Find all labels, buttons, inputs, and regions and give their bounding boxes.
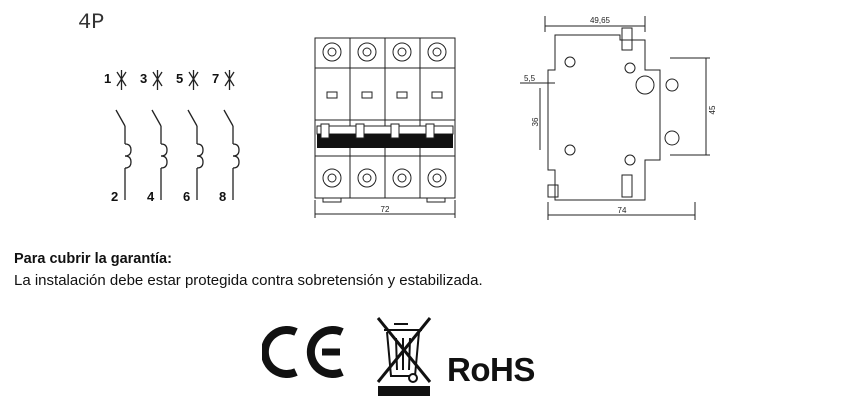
diagram-title: 4P — [78, 10, 105, 35]
terminal-label-6: 6 — [183, 189, 190, 204]
rohs-label: RoHS — [447, 351, 535, 388]
pole-7-line — [223, 70, 240, 200]
pole-3-line — [151, 70, 168, 200]
terminal-label-4: 4 — [147, 189, 155, 204]
side-depth-label: 74 — [618, 206, 627, 215]
warranty-heading: Para cubrir la garantía: — [14, 251, 172, 267]
terminal-label-2: 2 — [111, 189, 118, 204]
side-inner-height-label: 36 — [531, 117, 540, 126]
weee-crossed-bin-icon — [376, 317, 432, 396]
pole-5-line — [187, 70, 204, 200]
front-width-label: 72 — [381, 205, 390, 214]
terminal-label-8: 8 — [219, 189, 226, 204]
pole-schematic: 1 3 5 7 2 4 6 8 — [104, 70, 240, 204]
warranty-text: La instalación debe estar protegida cont… — [14, 272, 483, 289]
side-view-drawing: 49,65 5,5 36 45 74 — [520, 16, 717, 220]
toggle-levers — [316, 123, 454, 148]
terminal-label-1: 1 — [104, 71, 111, 86]
side-height-label: 45 — [708, 105, 717, 114]
side-small-label: 5,5 — [524, 74, 536, 83]
front-view-drawing: 72 — [314, 37, 456, 218]
ce-mark-icon — [262, 326, 344, 378]
terminal-label-7: 7 — [212, 71, 219, 86]
terminal-label-3: 3 — [140, 71, 147, 86]
side-top-label: 49,65 — [590, 16, 611, 25]
terminal-label-5: 5 — [176, 71, 183, 86]
pole-1-line — [115, 70, 132, 200]
